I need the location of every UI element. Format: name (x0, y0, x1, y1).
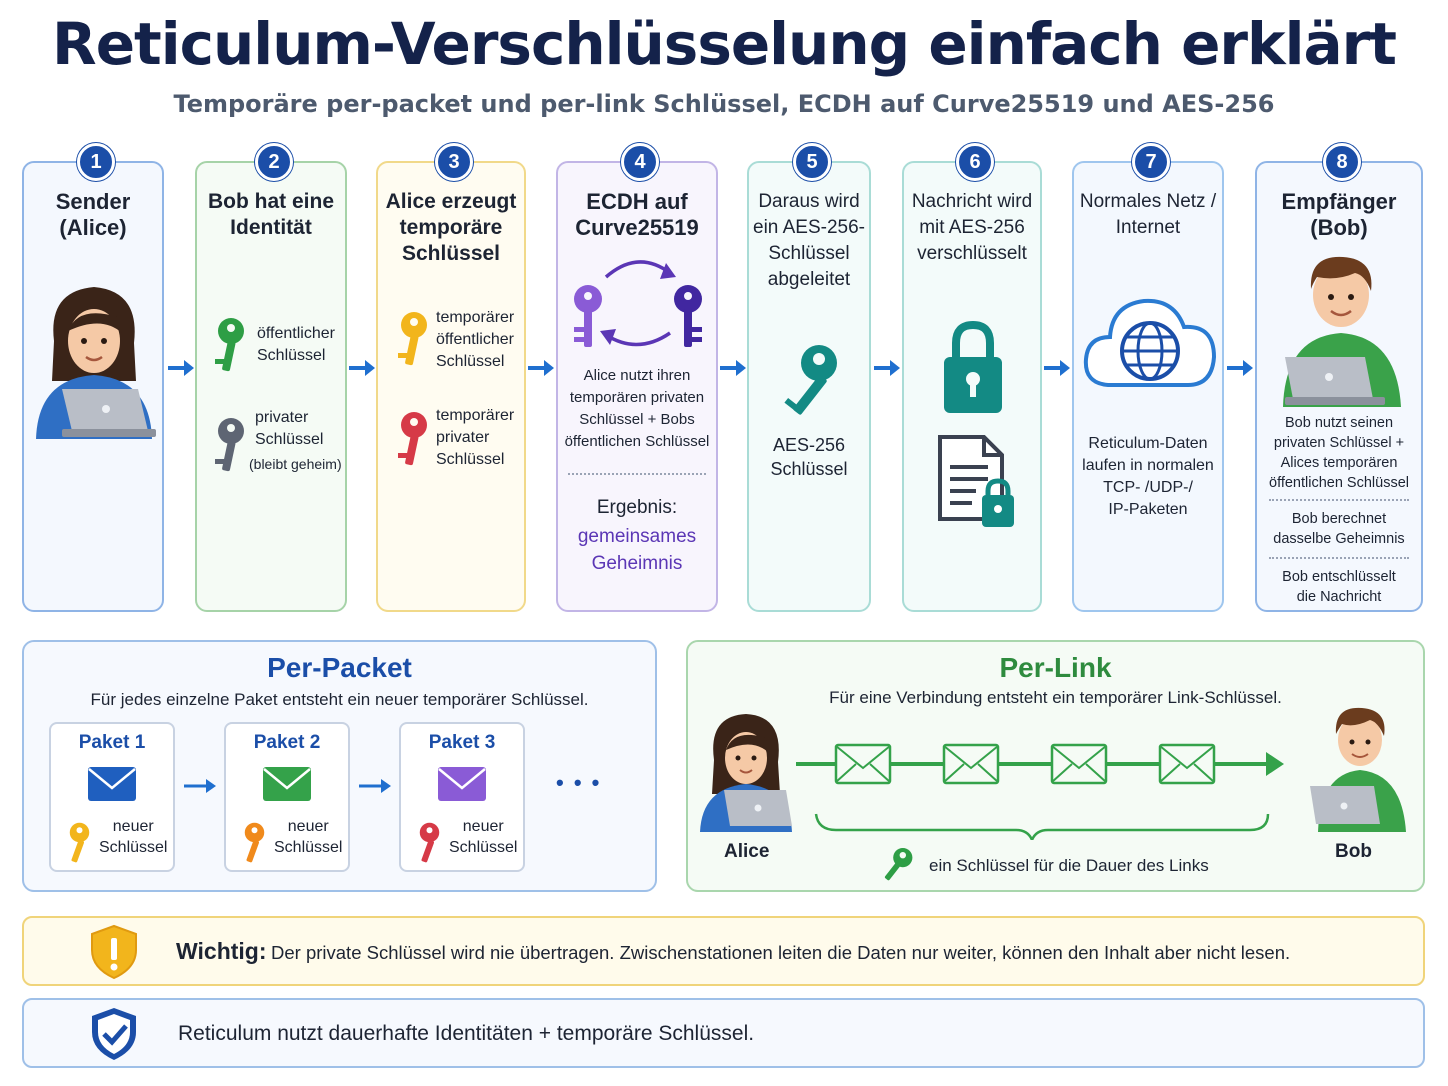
step-heading: Normales Netz / Internet (1079, 191, 1217, 238)
packet-label: Paket 1 (78, 732, 146, 753)
flow-arrow-icon (720, 360, 746, 376)
flow-arrow-icon (168, 360, 194, 376)
per-link-alice-label: Alice (724, 841, 770, 862)
flow-arrow-icon (874, 360, 900, 376)
important-note-bar (22, 916, 1425, 986)
summary-text: Reticulum nutzt dauerhafte Identitäten +… (178, 1022, 755, 1045)
packet-arrow-icon (359, 779, 391, 793)
important-label: Wichtig: (176, 938, 267, 964)
page-subtitle: Temporäre per-packet und per-link Schlüs… (173, 90, 1275, 118)
alice-avatar-icon (700, 714, 792, 832)
step-badge: 3 (435, 143, 473, 181)
step-badge: 2 (255, 143, 293, 181)
packet-label: Paket 3 (428, 732, 496, 753)
ecdh-description: Alice nutzt ihren temporären privaten Sc… (564, 367, 710, 450)
per-packet-description: Für jedes einzelne Paket entsteht ein ne… (90, 690, 589, 709)
security-check-shield-icon (92, 1008, 136, 1060)
envelope-icon (88, 767, 136, 801)
step-badge: 1 (77, 143, 115, 181)
packet-card: Paket 1 neuer Schlüssel (49, 722, 175, 872)
step-2-card: 2 Bob hat eine Identität öffentlicher Sc… (195, 143, 347, 612)
step-badge: 6 (956, 143, 994, 181)
bob-step-3: Bob entschlüsselt die Nachricht (1282, 569, 1396, 605)
step-1-card: 1 Sender (Alice) (22, 143, 164, 612)
link-key-icon (884, 848, 913, 881)
warning-shield-icon (91, 924, 137, 980)
per-packet-title: Per-Packet (267, 652, 412, 683)
key-icon (244, 822, 265, 863)
public-key-label: öffentlicher Schlüssel (257, 325, 335, 364)
summary-bar (22, 998, 1425, 1068)
step-badge: 8 (1323, 143, 1361, 181)
step-heading: Daraus wird ein AES-256- Schlüssel abgel… (753, 191, 865, 290)
private-key-label: privater Schlüssel (255, 409, 324, 448)
per-link-bob-label: Bob (1335, 841, 1372, 862)
link-channel-icon (796, 743, 1284, 840)
step-5-card: 5 Daraus wird ein AES-256- Schlüssel abg… (747, 143, 871, 612)
flow-arrow-icon (528, 360, 554, 376)
private-key-icon (215, 418, 244, 472)
cloud-globe-icon (1083, 298, 1217, 387)
flow-arrow-icon (1227, 360, 1253, 376)
result-value: gemeinsames Geheimnis (577, 526, 697, 574)
divider (1269, 499, 1409, 501)
bob-laptop-icon (1283, 256, 1401, 407)
result-label: Ergebnis: (596, 497, 678, 518)
envelope-icon (263, 767, 311, 801)
temp-public-key-label: temporärer öffentlicher Schlüssel (436, 309, 515, 370)
packet-key-label: neuer Schlüssel (99, 818, 168, 856)
bob-avatar-icon (1310, 707, 1406, 832)
temp-private-key-icon (398, 412, 427, 466)
step-heading: Nachricht wird mit AES-256 verschlüsselt (911, 191, 1033, 264)
step-heading: Empfänger (Bob) (1281, 189, 1397, 240)
step-6-card: 6 Nachricht wird mit AES-256 verschlüsse… (902, 143, 1042, 612)
aes-key-label: AES-256 Schlüssel (770, 435, 848, 479)
envelope-icon (438, 767, 486, 801)
divider (568, 473, 706, 475)
key-icon (419, 822, 440, 863)
flow-arrow-icon (1044, 360, 1070, 376)
per-link-title: Per-Link (999, 652, 1112, 683)
step-heading: Bob hat eine Identität (207, 190, 334, 239)
step-3-card: 3 Alice erzeugt temporäre Schlüssel temp… (376, 143, 526, 612)
packet-card: Paket 3 neuer Schlüssel (399, 722, 525, 872)
private-key-note: (bleibt geheim) (249, 456, 342, 472)
network-description: Reticulum-Daten laufen in normalen TCP- … (1082, 435, 1214, 518)
packet-label: Paket 2 (253, 732, 321, 753)
step-badge: 5 (793, 143, 831, 181)
more-packets-ellipsis: • • • (556, 770, 602, 795)
bob-step-2: Bob berechnet dasselbe Geheimnis (1273, 511, 1405, 547)
temp-public-key-icon (398, 312, 427, 366)
page-title: Reticulum-Verschlüsselung einfach erklär… (52, 10, 1397, 78)
divider (1269, 557, 1409, 559)
important-text: Der private Schlüssel wird nie übertrage… (271, 942, 1291, 963)
step-badge: 7 (1132, 143, 1170, 181)
temp-private-key-label: temporärer privater Schlüssel (436, 407, 515, 468)
key-icon (69, 822, 90, 863)
step-heading: ECDH auf Curve25519 (575, 189, 699, 240)
packet-arrow-icon (184, 779, 216, 793)
step-badge: 4 (621, 143, 659, 181)
packet-key-label: neuer Schlüssel (274, 818, 343, 856)
public-key-icon (215, 318, 244, 372)
bob-step-1: Bob nutzt seinen privaten Schlüssel + Al… (1269, 415, 1409, 491)
key-exchange-icon (574, 260, 702, 347)
step-8-card: 8 Empfänger (Bob) Bob nutzt seinen priva… (1255, 143, 1423, 612)
link-key-note: ein Schlüssel für die Dauer des Links (929, 856, 1209, 875)
packet-card: Paket 2 neuer Schlüssel (224, 722, 350, 872)
alice-laptop-icon (36, 287, 156, 439)
encrypted-document-icon (938, 435, 1014, 527)
flow-arrow-icon (349, 360, 375, 376)
step-heading: Sender (Alice) (55, 189, 131, 240)
packet-key-label: neuer Schlüssel (449, 818, 518, 856)
step-7-card: 7 Normales Netz / Internet Reticulum-Dat… (1072, 143, 1224, 612)
per-link-description: Für eine Verbindung entsteht ein temporä… (829, 688, 1282, 707)
lock-icon (944, 320, 1002, 413)
aes-key-icon (784, 345, 837, 415)
step-4-card: 4 ECDH auf Curve25519 Alice nutzt ihren … (556, 143, 718, 612)
step-heading: Alice erzeugt temporäre Schlüssel (385, 190, 517, 265)
